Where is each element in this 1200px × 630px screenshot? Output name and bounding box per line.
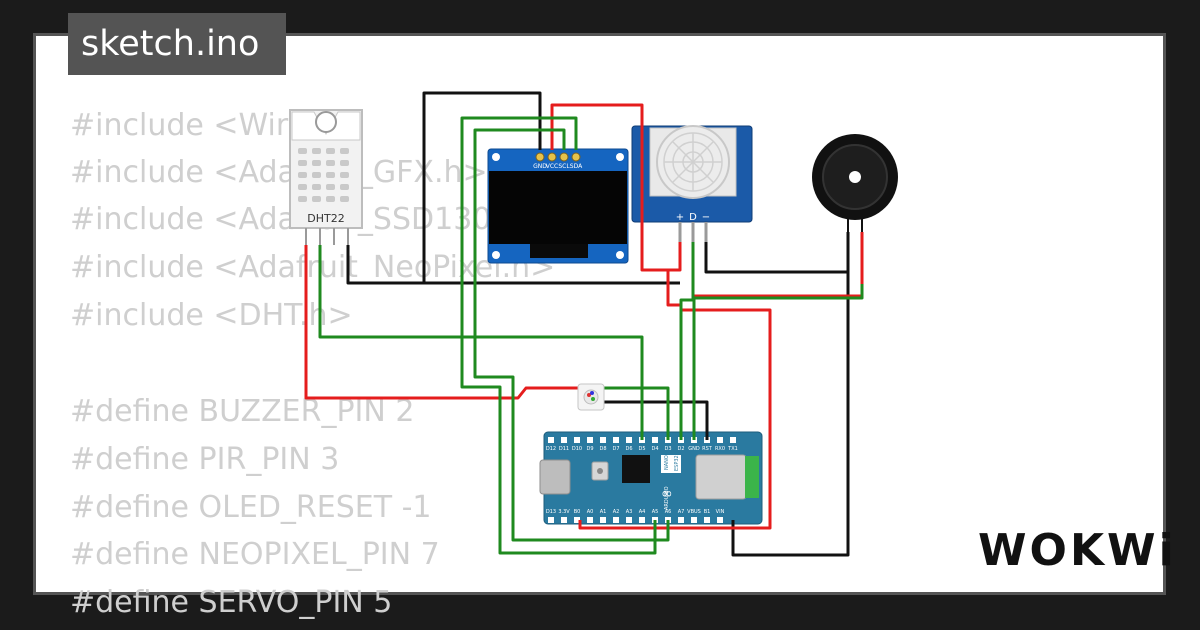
wire-red-board-3v3 [578, 308, 772, 530]
pir-pin-label: D [689, 212, 697, 223]
code-line: #define BUZZER_PIN 2 [70, 394, 415, 429]
pir-sensor[interactable]: + D − [631, 125, 753, 242]
wire-green-oled-sda [460, 116, 657, 555]
wire-green-pir-d [679, 242, 695, 440]
arduino-top-pin[interactable] [613, 437, 619, 443]
arduino-bottom-pin-label: A6 [665, 509, 672, 515]
wire-red-pir-rail [666, 268, 680, 307]
wire-black-dht-gnd [346, 245, 424, 285]
arduino-bottom-pin-label: A4 [639, 509, 646, 515]
pir-pin-label: − [702, 212, 710, 223]
arduino-top-pin-label: D9 [586, 446, 593, 452]
wire-red-buzzer [692, 232, 864, 298]
file-tab[interactable]: sketch.ino [68, 13, 286, 75]
wires [304, 91, 864, 557]
arduino-bottom-pin-label: VBUS [687, 509, 701, 515]
arduino-top-pin[interactable] [561, 437, 567, 443]
arduino-bottom-pin-label: A5 [652, 509, 659, 515]
arduino-top-pin[interactable] [717, 437, 723, 443]
arduino-bottom-pin[interactable] [678, 517, 684, 523]
arduino-bottom-pin[interactable] [587, 517, 593, 523]
oled-pin-label: SCL [558, 163, 570, 170]
wire-green-buzzer-signal [692, 284, 864, 440]
arduino-top-pin-label: D2 [677, 446, 684, 452]
wire-black-pir-buzzer [704, 232, 850, 274]
arduino-bottom-pin-label: A2 [613, 509, 620, 515]
code-line: #include <DHT.h> [70, 298, 353, 333]
arduino-top-pin-label: D3 [664, 446, 671, 452]
dht22-sensor[interactable]: DHT22 [289, 109, 363, 245]
arduino-top-pin-label: GND [688, 446, 700, 452]
arduino-bottom-pin[interactable] [717, 517, 723, 523]
wire-green-dht-data [318, 245, 644, 440]
arduino-bottom-pin[interactable] [574, 517, 580, 523]
arduino-top-pin[interactable] [548, 437, 554, 443]
wire-black-oled-gnd [422, 91, 680, 285]
code-line: #define SERVO_PIN 5 [70, 585, 393, 620]
infinity-icon: ∞ [661, 486, 673, 502]
arduino-top-pin[interactable] [587, 437, 593, 443]
arduino-bottom-pin[interactable] [613, 517, 619, 523]
arduino-bottom-pin-label: 3.3V [558, 509, 570, 515]
arduino-top-pin-label: D12 [546, 446, 556, 452]
arduino-bottom-pin[interactable] [626, 517, 632, 523]
arduino-bottom-pin[interactable] [561, 517, 567, 523]
arduino-bottom-pin-label: VIN [716, 509, 725, 515]
arduino-bottom-pin-label: A7 [678, 509, 685, 515]
arduino-top-pin-label: D4 [651, 446, 658, 452]
wokwi-logo: WOKWi [978, 525, 1177, 576]
arduino-bottom-pin-label: B1 [704, 509, 711, 515]
arduino-bottom-pin-label: A1 [600, 509, 607, 515]
code-line: #define OLED_RESET -1 [70, 490, 432, 525]
oled-display[interactable]: GND VCC SCL SDA [487, 148, 629, 264]
oled-pin-label: SDA [570, 163, 583, 170]
esp32-label: ESP32 [674, 455, 680, 471]
oled-pin-label: GND [533, 163, 547, 170]
arduino-bottom-pin[interactable] [548, 517, 554, 523]
arduino-top-pin-label: D6 [625, 446, 632, 452]
oled-pin-label: VCC [546, 163, 558, 170]
buzzer[interactable] [812, 134, 898, 232]
code-line: #define NEOPIXEL_PIN 7 [70, 537, 440, 572]
arduino-bottom-pin[interactable] [691, 517, 697, 523]
arduino-bottom-pin-label: A0 [587, 509, 594, 515]
nano-label: NANO [664, 455, 670, 470]
arduino-brand-label: ARDUINO [664, 486, 670, 510]
wire-black-buzzer-vin [731, 272, 850, 557]
arduino-top-pin[interactable] [730, 437, 736, 443]
arduino-top-pin-label: TX1 [727, 446, 738, 452]
arduino-top-pin[interactable] [626, 437, 632, 443]
wire-green-neopixel-data [604, 386, 670, 440]
arduino-bottom-pin-label: B0 [574, 509, 581, 515]
wire-red-dht-neopixel [304, 245, 578, 400]
code-line: #define PIR_PIN 3 [70, 442, 340, 477]
arduino-nano-esp32[interactable]: NANO ESP32 ARDUINO ∞ [539, 431, 763, 525]
arduino-bottom-pin[interactable] [600, 517, 606, 523]
arduino-bottom-pin-label: D13 [546, 509, 556, 515]
arduino-top-pin[interactable] [652, 437, 658, 443]
wire-red-oled-vcc [550, 103, 682, 272]
arduino-top-pin-label: RX0 [715, 446, 725, 452]
arduino-top-pin-label: D11 [559, 446, 569, 452]
arduino-top-pin[interactable] [600, 437, 606, 443]
wire-green-oled-scl [473, 128, 670, 542]
arduino-bottom-pin[interactable] [704, 517, 710, 523]
arduino-top-pin-label: D10 [572, 446, 582, 452]
arduino-top-pin[interactable] [574, 437, 580, 443]
arduino-bottom-pin[interactable] [639, 517, 645, 523]
neopixel-led[interactable] [577, 383, 605, 411]
arduino-top-pin-label: D5 [638, 446, 645, 452]
arduino-bottom-pin-label: A3 [626, 509, 633, 515]
arduino-top-pin-label: D7 [612, 446, 619, 452]
pir-pin-label: + [676, 212, 684, 223]
arduino-top-pin-label: D8 [599, 446, 606, 452]
dht22-label: DHT22 [307, 212, 344, 225]
wire-black-neopixel-gnd [604, 400, 709, 440]
arduino-top-pin-label: RST [702, 446, 713, 452]
